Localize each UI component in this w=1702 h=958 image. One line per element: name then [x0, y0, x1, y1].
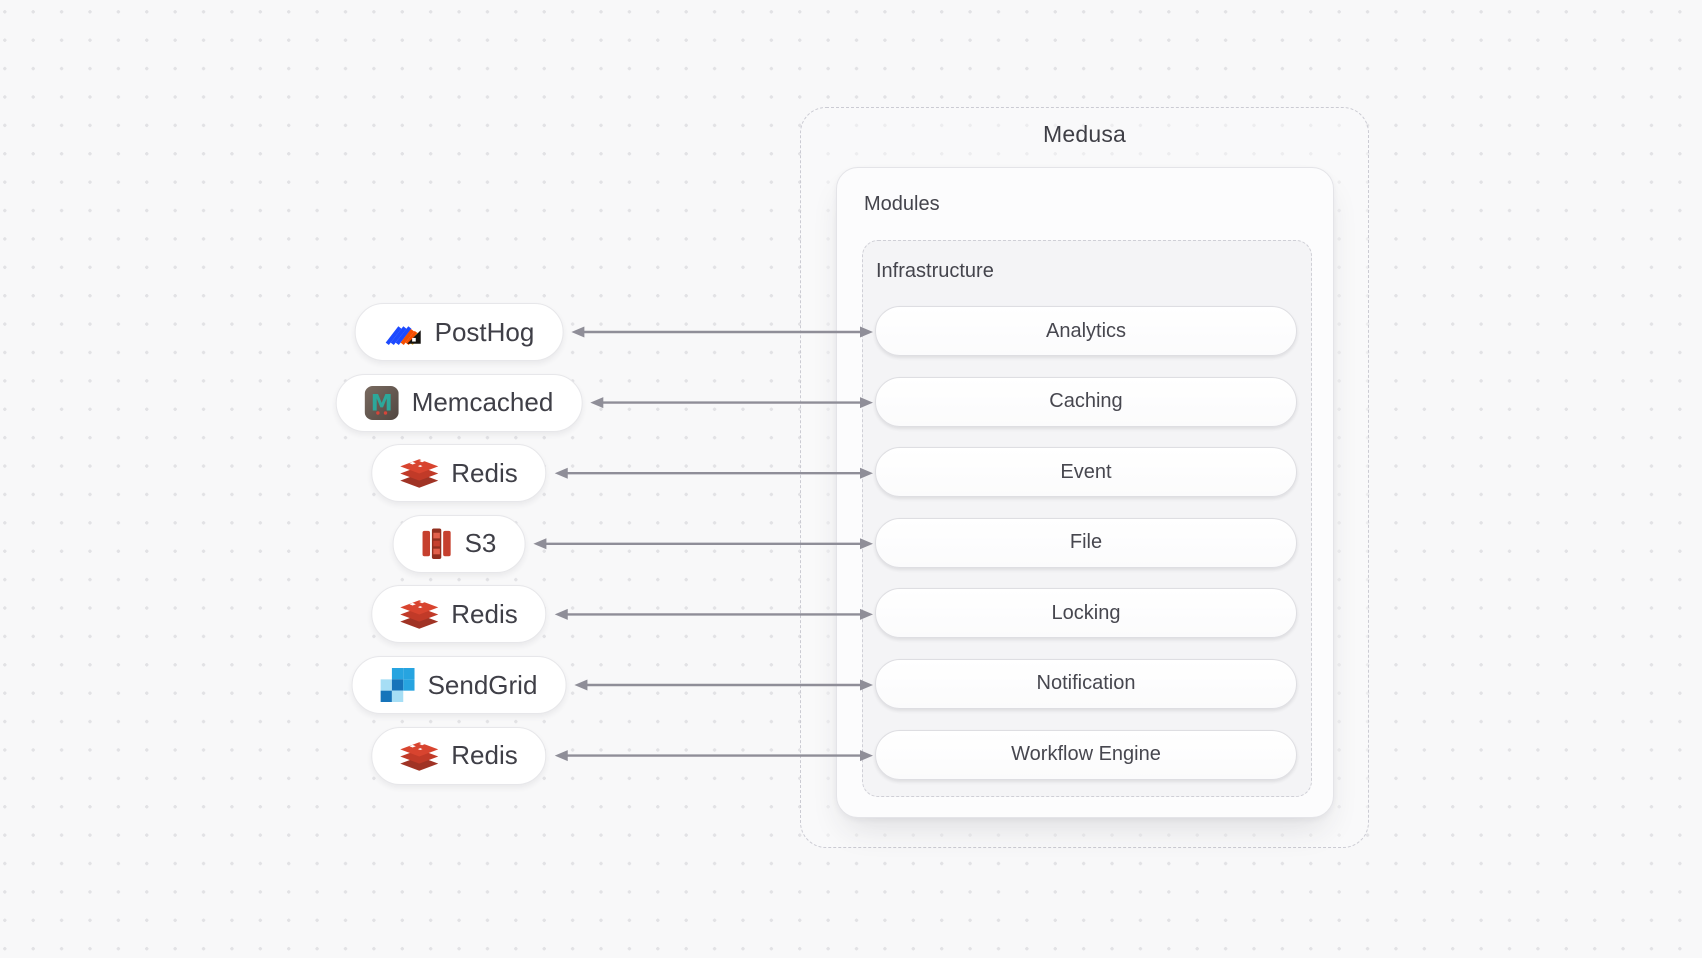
- service-label: Redis: [451, 740, 518, 771]
- service-pill-redis[interactable]: Redis: [371, 585, 547, 644]
- service-pill-redis[interactable]: Redis: [371, 444, 547, 503]
- module-label: Caching: [1049, 390, 1123, 413]
- redis-icon: [400, 457, 439, 489]
- service-label: Redis: [451, 598, 518, 629]
- service-label: SendGrid: [427, 669, 538, 700]
- module-label: Analytics: [1045, 319, 1127, 342]
- s3-icon: [422, 527, 452, 561]
- svg-text:M: M: [371, 391, 393, 416]
- redis-icon: [400, 740, 439, 772]
- service-label: S3: [464, 528, 497, 559]
- medusa-title: Medusa: [1042, 121, 1127, 147]
- memcached-icon: M: [364, 385, 399, 420]
- module-pill-locking[interactable]: Locking: [875, 588, 1297, 639]
- module-label: Locking: [1051, 601, 1121, 624]
- module-label: Workflow Engine: [1011, 743, 1161, 766]
- service-label: Memcached: [411, 387, 554, 418]
- service-pill-redis[interactable]: Redis: [371, 726, 547, 785]
- service-label: Redis: [451, 457, 518, 488]
- service-pill-posthog[interactable]: PostHog: [354, 303, 564, 361]
- infrastructure-label: Infrastructure: [876, 260, 994, 282]
- module-pill-analytics[interactable]: Analytics: [875, 306, 1297, 356]
- redis-icon: [400, 598, 439, 630]
- module-label: Event: [1060, 460, 1112, 483]
- module-label: File: [1069, 531, 1103, 554]
- posthog-icon: [384, 319, 422, 346]
- module-pill-notification[interactable]: Notification: [875, 658, 1297, 709]
- module-label: Notification: [1036, 672, 1136, 695]
- module-pill-event[interactable]: Event: [875, 447, 1297, 498]
- service-label: PostHog: [434, 316, 535, 347]
- module-pill-workflow-engine[interactable]: Workflow Engine: [875, 729, 1297, 780]
- sendgrid-icon: [380, 668, 415, 702]
- module-pill-caching[interactable]: Caching: [875, 376, 1297, 427]
- modules-label: Modules: [864, 193, 940, 215]
- service-pill-s3[interactable]: S3: [392, 514, 526, 573]
- module-pill-file[interactable]: File: [875, 517, 1297, 568]
- service-pill-sendgrid[interactable]: SendGrid: [351, 656, 567, 714]
- service-pill-memcached[interactable]: M Memcached: [335, 373, 583, 432]
